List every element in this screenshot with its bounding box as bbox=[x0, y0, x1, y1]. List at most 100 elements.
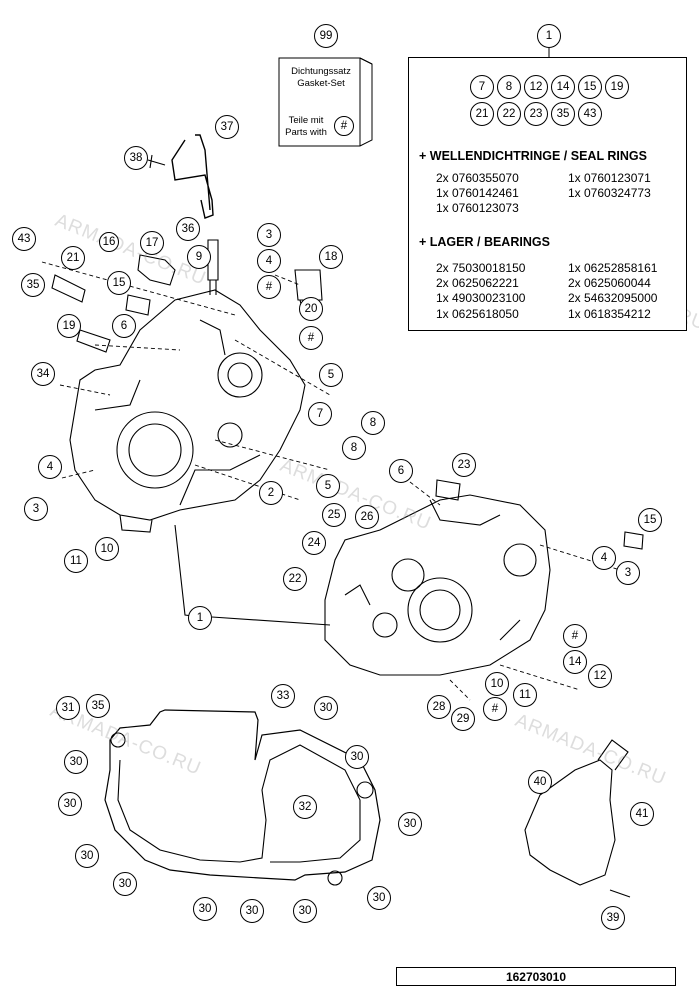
right-case-bearing-bore bbox=[407, 577, 473, 643]
callout-part[interactable]: 30 bbox=[293, 899, 317, 923]
callout-part[interactable]: 30 bbox=[345, 745, 369, 769]
callout-part[interactable]: 28 bbox=[427, 695, 451, 719]
callout-part[interactable]: 30 bbox=[113, 872, 137, 896]
callout-part[interactable]: 12 bbox=[588, 664, 612, 688]
callout-part[interactable]: 10 bbox=[95, 537, 119, 561]
callout-part[interactable]: 43 bbox=[12, 227, 36, 251]
callout-part[interactable]: 1 bbox=[188, 606, 212, 630]
bearing-left-1: 2x 75030018150 bbox=[436, 261, 526, 275]
callout-part[interactable]: 36 bbox=[176, 217, 200, 241]
mounting-bracket bbox=[137, 254, 176, 286]
callout-22[interactable]: 22 bbox=[497, 102, 521, 126]
oil-pipe bbox=[171, 134, 214, 219]
callout-part[interactable]: 11 bbox=[64, 549, 88, 573]
callout-99[interactable]: 99 bbox=[314, 24, 338, 48]
bearing-left-2: 2x 0625062221 bbox=[436, 276, 519, 290]
callout-part[interactable]: 30 bbox=[64, 750, 88, 774]
callout-part[interactable]: 8 bbox=[342, 436, 366, 460]
callout-part[interactable]: 41 bbox=[630, 802, 654, 826]
callout-part[interactable]: 29 bbox=[451, 707, 475, 731]
callout-part[interactable]: 24 bbox=[302, 531, 326, 555]
callout-part[interactable]: 2 bbox=[259, 481, 283, 505]
callout-35[interactable]: 35 bbox=[551, 102, 575, 126]
right-crankcase-half bbox=[324, 494, 551, 676]
callout-part[interactable]: 39 bbox=[601, 906, 625, 930]
callout-part[interactable]: 30 bbox=[75, 844, 99, 868]
callout-part[interactable]: 21 bbox=[61, 246, 85, 270]
callout-8[interactable]: 8 bbox=[497, 75, 521, 99]
callout-part[interactable]: 4 bbox=[38, 455, 62, 479]
drawing-number: 162703010 bbox=[396, 967, 676, 986]
callout-part[interactable]: 20 bbox=[299, 297, 323, 321]
callout-part[interactable]: 30 bbox=[193, 897, 217, 921]
callout-14[interactable]: 14 bbox=[551, 75, 575, 99]
seal-rings-title: + WELLENDICHTRINGE / SEAL RINGS bbox=[419, 149, 647, 163]
callout-part[interactable]: 34 bbox=[31, 362, 55, 386]
callout-part[interactable]: 30 bbox=[314, 696, 338, 720]
callout-part[interactable]: # bbox=[257, 275, 281, 299]
callout-part[interactable]: # bbox=[299, 326, 323, 350]
callout-part[interactable]: 23 bbox=[452, 453, 476, 477]
callout-part[interactable]: 15 bbox=[638, 508, 662, 532]
callout-part[interactable]: 3 bbox=[616, 561, 640, 585]
kit-contents-box: 7 8 12 14 15 19 21 22 23 35 43 + WELLEND… bbox=[408, 57, 687, 331]
callout-part[interactable]: 22 bbox=[283, 567, 307, 591]
callout-part[interactable]: 16 bbox=[99, 232, 119, 252]
callout-part[interactable]: 8 bbox=[361, 411, 385, 435]
left-case-bearing-bore bbox=[116, 411, 194, 489]
callout-21[interactable]: 21 bbox=[470, 102, 494, 126]
callout-part[interactable]: 6 bbox=[112, 314, 136, 338]
callout-part[interactable]: 30 bbox=[367, 886, 391, 910]
callout-part[interactable]: 17 bbox=[140, 231, 164, 255]
seal-right-1: 1x 0760123071 bbox=[568, 171, 651, 185]
callout-part[interactable]: 30 bbox=[58, 792, 82, 816]
callout-part[interactable]: 14 bbox=[563, 650, 587, 674]
seal-left-2: 1x 0760142461 bbox=[436, 186, 519, 200]
callout-part[interactable]: 35 bbox=[21, 273, 45, 297]
bearing-right-1: 1x 06252858161 bbox=[568, 261, 658, 275]
callout-19[interactable]: 19 bbox=[605, 75, 629, 99]
bearing-left-4: 1x 0625618050 bbox=[436, 307, 519, 321]
callout-15[interactable]: 15 bbox=[578, 75, 602, 99]
callout-part[interactable]: 3 bbox=[257, 223, 281, 247]
callout-43[interactable]: 43 bbox=[578, 102, 602, 126]
callout-part[interactable]: 35 bbox=[86, 694, 110, 718]
callout-part[interactable]: 30 bbox=[398, 812, 422, 836]
callout-1[interactable]: 1 bbox=[537, 24, 561, 48]
callout-part[interactable]: 18 bbox=[319, 245, 343, 269]
callout-part[interactable]: 38 bbox=[124, 146, 148, 170]
callout-part[interactable]: 25 bbox=[322, 503, 346, 527]
callout-7[interactable]: 7 bbox=[470, 75, 494, 99]
callout-part[interactable]: 5 bbox=[319, 363, 343, 387]
callout-part[interactable]: 11 bbox=[513, 683, 537, 707]
callout-part[interactable]: 15 bbox=[107, 271, 131, 295]
callout-part[interactable]: 5 bbox=[316, 474, 340, 498]
callout-part[interactable]: 33 bbox=[271, 684, 295, 708]
callout-hash[interactable]: # bbox=[334, 116, 354, 136]
callout-part[interactable]: 26 bbox=[355, 505, 379, 529]
callout-part[interactable]: 3 bbox=[24, 497, 48, 521]
callout-part[interactable]: 10 bbox=[485, 672, 509, 696]
callout-part[interactable]: 4 bbox=[592, 546, 616, 570]
callout-23[interactable]: 23 bbox=[524, 102, 548, 126]
crankcase-gasket bbox=[104, 709, 381, 881]
callout-part[interactable]: # bbox=[563, 624, 587, 648]
bearing-right-3: 2x 54632095000 bbox=[568, 291, 658, 305]
callout-part[interactable]: 6 bbox=[389, 459, 413, 483]
callout-part[interactable]: 19 bbox=[57, 314, 81, 338]
callout-part[interactable]: 30 bbox=[240, 899, 264, 923]
bearing-right-2: 2x 0625060044 bbox=[568, 276, 651, 290]
callout-part[interactable]: # bbox=[483, 697, 507, 721]
callout-part[interactable]: 4 bbox=[257, 249, 281, 273]
callout-part[interactable]: 37 bbox=[215, 115, 239, 139]
callout-part[interactable]: 31 bbox=[56, 696, 80, 720]
kit-leader bbox=[548, 48, 550, 58]
gasket-set-title: Dichtungssatz Gasket-Set bbox=[291, 66, 351, 89]
callout-12[interactable]: 12 bbox=[524, 75, 548, 99]
callout-part[interactable]: 7 bbox=[308, 402, 332, 426]
callout-part[interactable]: 32 bbox=[293, 795, 317, 819]
callout-part[interactable]: 9 bbox=[187, 245, 211, 269]
callout-part[interactable]: 40 bbox=[528, 770, 552, 794]
left-crankcase-half bbox=[69, 289, 306, 521]
